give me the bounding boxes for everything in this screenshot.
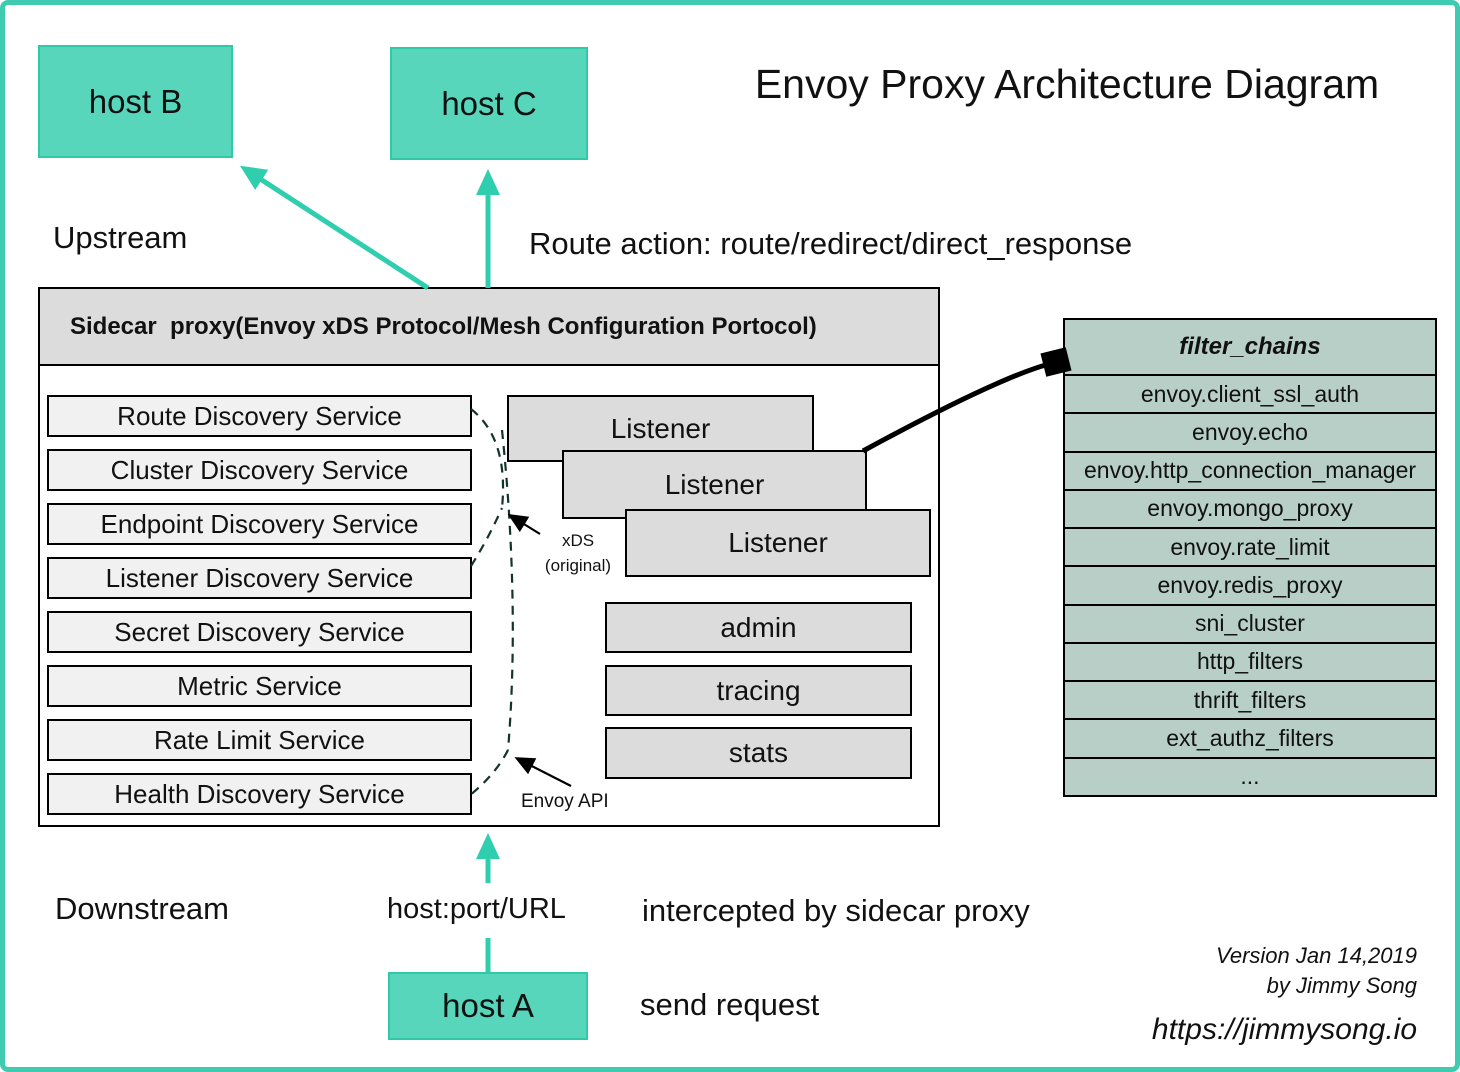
intercepted-label: intercepted by sidecar proxy — [642, 893, 1030, 928]
page-title: Envoy Proxy Architecture Diagram — [754, 61, 1380, 107]
filter-chain-row-thrift-filters: thrift_filters — [1065, 680, 1435, 718]
service-metric: Metric Service — [47, 665, 472, 707]
upstream-label: Upstream — [53, 220, 188, 255]
host-b-node: host B — [38, 45, 233, 158]
service-rate-limit: Rate Limit Service — [47, 719, 472, 761]
host-a-label: host A — [442, 987, 534, 1024]
filter-chain-row-http-connection-manager: envoy.http_connection_manager — [1065, 450, 1435, 489]
stats-box: stats — [605, 727, 912, 779]
service-endpoint-discovery: Endpoint Discovery Service — [47, 503, 472, 545]
service-listener-discovery: Listener Discovery Service — [47, 557, 472, 599]
filter-chains-header: filter_chains — [1179, 333, 1321, 360]
xds-original-label: xDS (original) — [518, 529, 638, 578]
version-line2: by Jimmy Song — [1266, 972, 1417, 998]
sidecar-proxy-header: Sidecar proxy(Envoy xDS Protocol/Mesh Co… — [38, 287, 940, 366]
website-url: https://jimmysong.io — [1151, 1013, 1417, 1046]
admin-box: admin — [605, 602, 912, 653]
version-line1: Version Jan 14,2019 — [1216, 943, 1417, 968]
service-route-discovery: Route Discovery Service — [47, 395, 472, 437]
filter-chain-row-ellipsis: ... — [1065, 756, 1435, 795]
version-note: Version Jan 14,2019 by Jimmy Song — [997, 941, 1417, 1000]
service-secret-discovery: Secret Discovery Service — [47, 611, 472, 653]
route-action-label: Route action: route/redirect/direct_resp… — [529, 226, 1133, 261]
arrow-sidecar-to-host-b — [239, 165, 430, 291]
tracing-box: tracing — [605, 665, 912, 716]
filter-chain-row-http-filters: http_filters — [1065, 641, 1435, 680]
listener-box-3: Listener — [625, 509, 931, 577]
filter-chain-row-client-ssl-auth: envoy.client_ssl_auth — [1065, 374, 1435, 412]
host-port-url-label: host:port/URL — [387, 893, 566, 925]
host-c-label: host C — [441, 84, 537, 122]
sidecar-proxy-box: Sidecar proxy(Envoy xDS Protocol/Mesh Co… — [38, 287, 940, 827]
downstream-label: Downstream — [55, 891, 229, 926]
filter-chain-row-redis-proxy: envoy.redis_proxy — [1065, 565, 1435, 603]
service-cluster-discovery: Cluster Discovery Service — [47, 449, 472, 491]
envoy-api-label: Envoy API — [521, 791, 609, 812]
host-c-node: host C — [390, 47, 588, 160]
xds-label-line2: (original) — [544, 555, 612, 575]
host-a-node: host A — [388, 972, 588, 1040]
filter-chain-row-mongo-proxy: envoy.mongo_proxy — [1065, 488, 1435, 527]
filter-chain-row-ext-authz-filters: ext_authz_filters — [1065, 718, 1435, 756]
filter-chain-row-echo: envoy.echo — [1065, 412, 1435, 450]
host-b-label: host B — [88, 82, 183, 120]
filter-chains-table: filter_chains envoy.client_ssl_auth envo… — [1063, 318, 1437, 797]
send-request-label: send request — [640, 987, 820, 1022]
xds-label-line1: xDS — [561, 531, 595, 550]
filter-chain-row-sni-cluster: sni_cluster — [1065, 603, 1435, 642]
service-health-discovery: Health Discovery Service — [47, 773, 472, 815]
filter-chain-row-rate-limit: envoy.rate_limit — [1065, 527, 1435, 565]
